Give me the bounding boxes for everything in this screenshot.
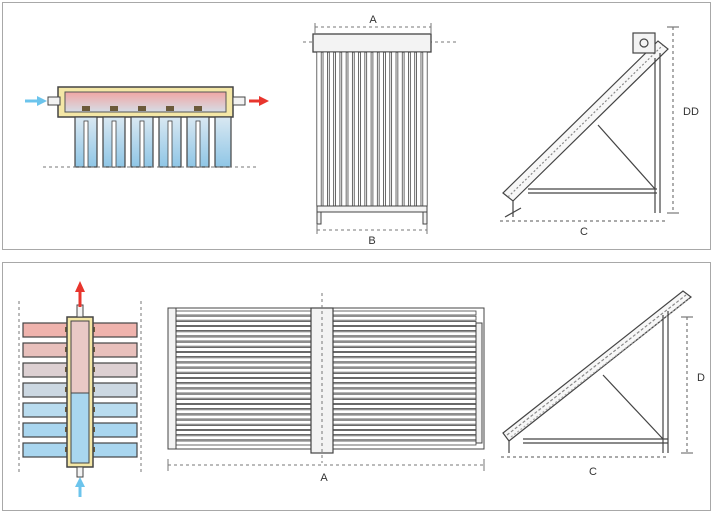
dimension-d-label-bottom: D (697, 372, 705, 384)
horizontal-collector-drawing: A C D (18, 281, 705, 497)
vacuum-tube (397, 51, 403, 207)
side-view-stand (500, 26, 679, 222)
vacuum-tube (384, 51, 391, 207)
dimension-c-label-bottom: C (589, 466, 597, 478)
vacuum-tube (328, 51, 335, 207)
outlet-arrow-up-icon (75, 281, 85, 307)
vacuum-tube (409, 51, 416, 207)
vacuum-tube (422, 51, 428, 207)
vacuum-tube (316, 51, 322, 207)
outlet-arrow-icon (249, 96, 269, 106)
vacuum-tube (416, 51, 422, 207)
front-view-vertical (303, 23, 458, 234)
dimension-c-label: C (580, 226, 588, 238)
vacuum-tube (366, 51, 372, 207)
vacuum-tube (347, 51, 353, 207)
vertical-collector-drawing: A B C DD (25, 14, 699, 247)
inlet-arrow-icon (25, 96, 47, 106)
vacuum-tube (391, 51, 397, 207)
vacuum-tube (360, 51, 366, 207)
vacuum-tube (353, 51, 360, 207)
vacuum-tube (341, 51, 347, 207)
vacuum-tube (403, 51, 409, 207)
dimension-d-label: DD (683, 106, 699, 118)
horizontal-collector-panel: A C D (2, 262, 711, 511)
dimension-b-label: B (368, 235, 375, 247)
vertical-header-schematic (18, 301, 142, 478)
dimension-a-label-bottom: A (320, 472, 328, 484)
vacuum-tube (322, 51, 328, 207)
vacuum-tube (372, 51, 378, 207)
front-view-horizontal (167, 293, 485, 471)
header-flow-schematic (43, 86, 258, 168)
vacuum-tube (378, 51, 384, 207)
vacuum-tube (335, 51, 341, 207)
vertical-collector-panel: A B C DD (2, 2, 711, 250)
side-view-stand-bottom (501, 290, 693, 458)
inlet-arrow-up-icon (75, 477, 85, 497)
dimension-a-label: A (369, 14, 377, 26)
